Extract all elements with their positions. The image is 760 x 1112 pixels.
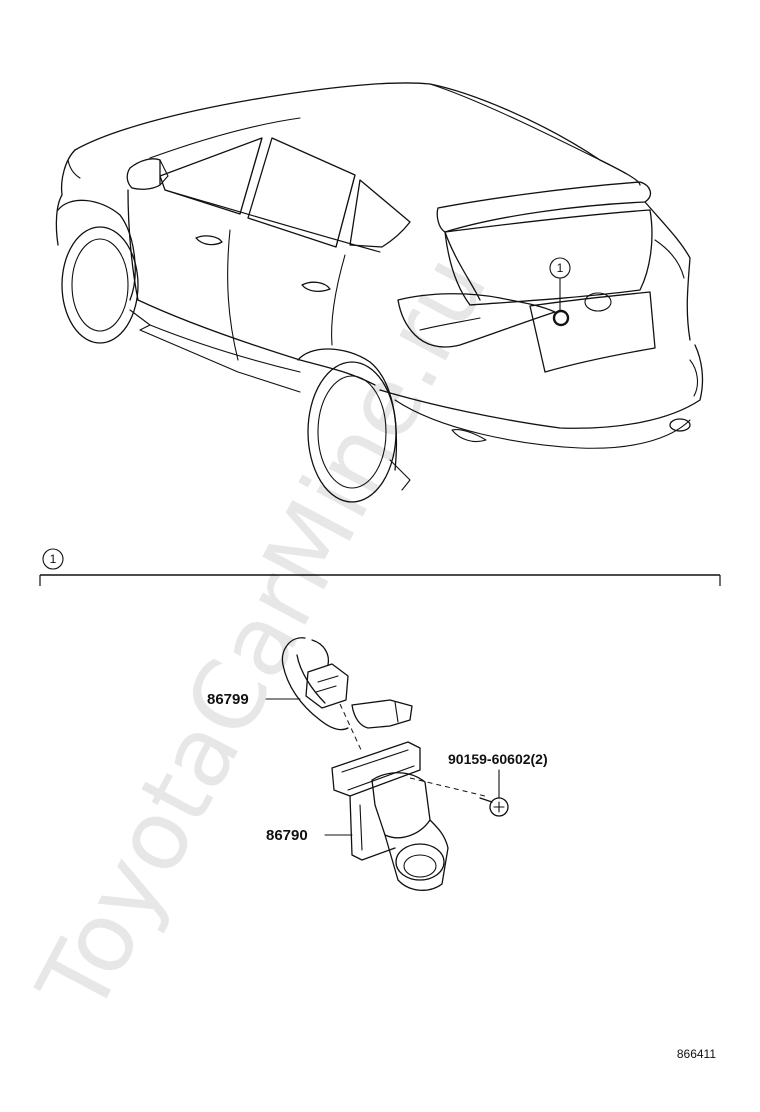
watermark: ToyotaCarMine.ru	[16, 238, 509, 1032]
callout-1: 1	[549, 257, 571, 327]
section-marker-circle	[42, 548, 64, 570]
camera-part	[331, 741, 449, 891]
assembly-lines	[339, 703, 486, 797]
screw-part	[479, 797, 509, 817]
part-number-camera: 86790	[266, 827, 308, 844]
section-header: 1	[39, 548, 721, 586]
vehicle-illustration	[55, 82, 704, 503]
part-labels: 86799 90159-60602(2) 86790	[207, 691, 548, 844]
part-number-screw: 90159-60602(2)	[448, 751, 548, 767]
harness-part	[281, 637, 413, 731]
section-marker-number: 1	[50, 552, 57, 566]
part-number-harness: 86799	[207, 691, 249, 708]
callout-number: 1	[557, 261, 564, 275]
camera-location-marker	[552, 309, 570, 327]
figure-id: 866411	[677, 1047, 716, 1061]
